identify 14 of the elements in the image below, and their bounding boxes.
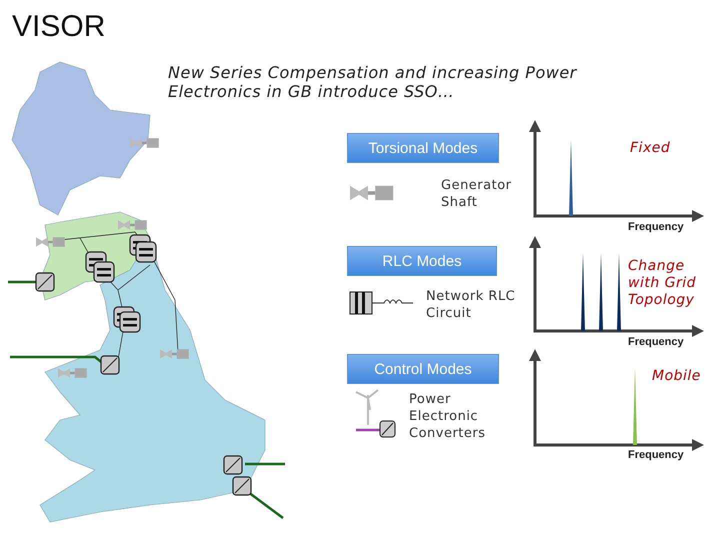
spectrum-note: Change with Grid Topology	[628, 258, 698, 309]
mode-box: Control Modes	[347, 354, 499, 384]
axis-label: Frequency	[628, 448, 685, 462]
spectrum-note: Fixed	[630, 140, 672, 157]
mode-box: RLC Modes	[347, 246, 497, 276]
spectrum-note: Mobile	[652, 368, 702, 385]
mode-box: Torsional Modes	[347, 133, 499, 163]
component-label: Power Electronic Converters	[409, 391, 487, 442]
axis-label: Frequency	[628, 335, 685, 349]
subtitle: New Series Compensation and increasing Power Electronics in GB introduce SSO…	[168, 63, 578, 101]
component-label: Generator Shaft	[441, 177, 513, 211]
axis-label: Frequency	[628, 220, 685, 234]
title: VISOR	[12, 10, 106, 44]
component-label: Network RLC Circuit	[426, 288, 516, 322]
